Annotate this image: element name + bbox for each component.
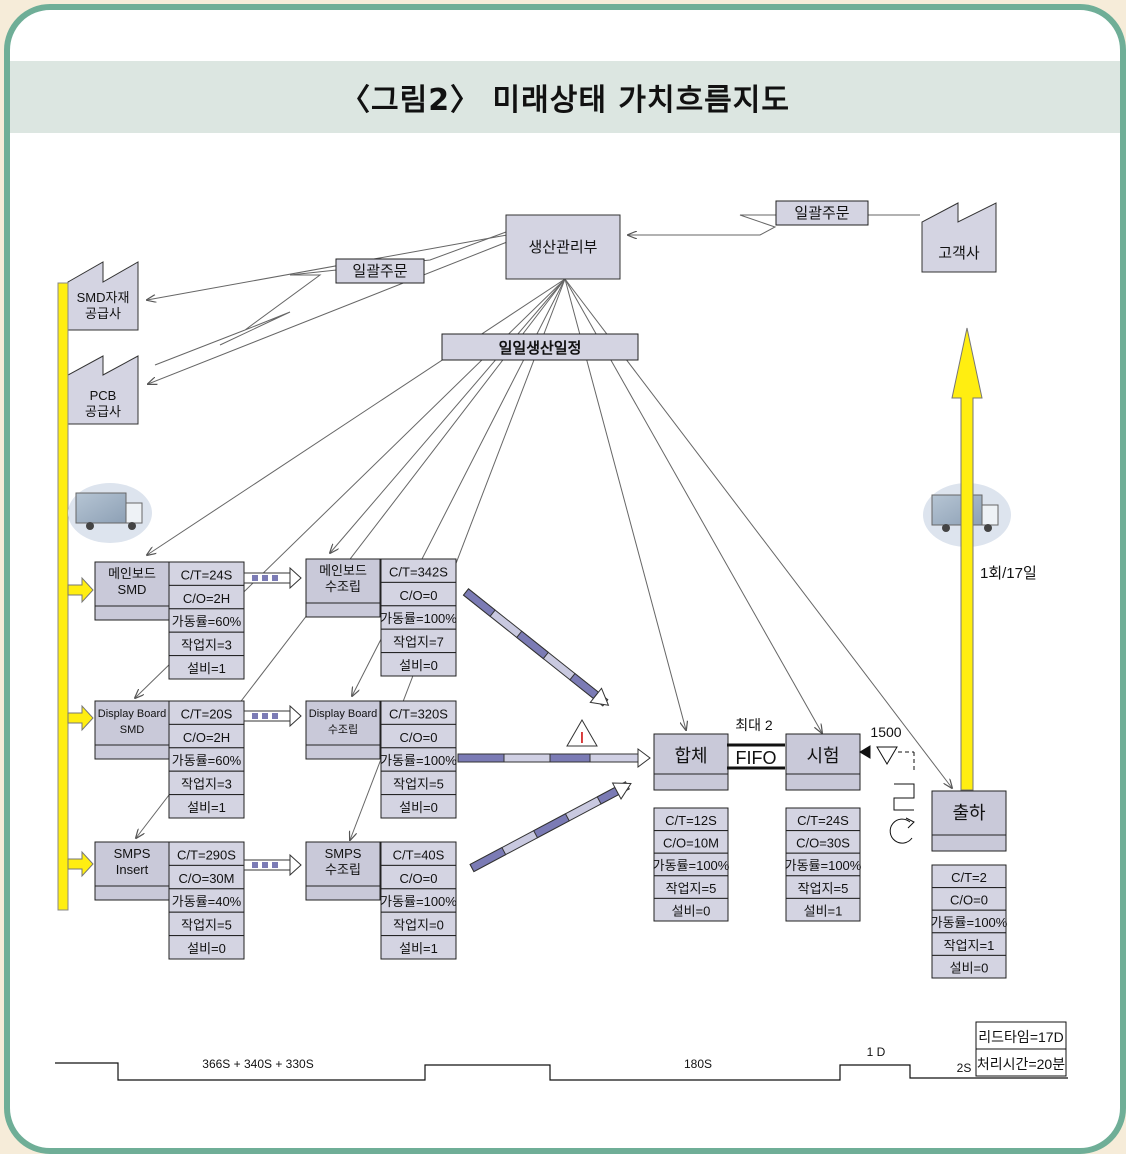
process-name: Insert — [116, 862, 149, 877]
process-name: 수조립 — [328, 723, 358, 736]
metric-equip: 설비=1 — [187, 800, 226, 815]
processing-time: 처리시간=20분 — [977, 1056, 1065, 1072]
metric-workers: 작업지=3 — [181, 638, 232, 653]
pcb-supplier-line1: PCB — [90, 388, 117, 403]
process-shipping: 출하 C/T=2C/O=0 가동률=100% 작업지=1 설비=0 — [931, 791, 1008, 978]
supply-arrows — [68, 578, 93, 876]
process-name: 수조립 — [325, 579, 361, 594]
metric-rate: 가동률=60% — [172, 753, 242, 768]
process-boxes: C/T=24SC/O=2H가동률=60%작업지=3설비=1메인보드SMDC/T=… — [95, 559, 1008, 978]
metric-rate: 가동률=40% — [172, 894, 242, 909]
metric-co: C/O=0 — [400, 871, 438, 886]
metric-ct: C/T=12S — [665, 813, 717, 828]
metric-equip: 설비=0 — [950, 960, 989, 975]
metric-rate: 가동률=100% — [380, 753, 457, 768]
metric-rate: 가동률=60% — [172, 614, 242, 629]
metric-rate: 가동률=100% — [785, 858, 862, 873]
inventory-triangle-icon: I — [567, 720, 597, 747]
metric-ct: C/T=290S — [177, 847, 236, 862]
push-arrow-smps — [244, 855, 301, 875]
process-name: 합체 — [674, 746, 707, 766]
lead-time: 리드타임=17D — [978, 1029, 1063, 1045]
order-label-left: 일괄주문 — [352, 263, 407, 280]
metric-equip: 설비=1 — [804, 903, 843, 918]
metric-co: C/O=0 — [950, 893, 988, 908]
timeline-seg2: 180S — [684, 1057, 712, 1071]
order-label-top: 일괄주문 — [794, 205, 849, 222]
metric-equip: 설비=0 — [399, 658, 438, 673]
material-supply-bar — [58, 283, 68, 910]
customer-label: 고객사 — [938, 245, 980, 262]
production-control-label: 생산관리부 — [528, 239, 597, 256]
timeline-seg3: 1 D — [867, 1045, 886, 1059]
metric-co: C/O=2H — [183, 730, 230, 745]
process-name: SMD — [118, 582, 147, 597]
metric-rate: 가동률=100% — [380, 894, 457, 909]
metric-co: C/O=0 — [400, 588, 438, 603]
metric-co: C/O=0 — [400, 730, 438, 745]
process-name: 수조립 — [325, 862, 361, 877]
metric-ct: C/T=320S — [389, 706, 448, 721]
shipping-frequency: 1회/17일 — [980, 565, 1037, 582]
svg-text:I: I — [580, 730, 584, 747]
metric-co: C/O=30M — [179, 871, 235, 886]
metric-co: C/O=10M — [663, 836, 719, 851]
metric-workers: 작업지=7 — [393, 635, 444, 650]
process-name: 시험 — [806, 746, 839, 766]
metric-rate: 가동률=100% — [931, 915, 1008, 930]
process-name: SMD — [120, 724, 145, 736]
metric-workers: 작업지=0 — [393, 918, 444, 933]
metric-rate: 가동률=100% — [380, 611, 457, 626]
push-arrow-display — [244, 706, 301, 726]
metric-co: C/O=2H — [183, 591, 230, 606]
metric-ct: C/T=20S — [181, 706, 233, 721]
process-name: 출하 — [952, 803, 986, 823]
metric-equip: 설비=0 — [399, 800, 438, 815]
metric-co: C/O=30S — [796, 836, 850, 851]
metric-workers: 작업지=5 — [666, 881, 717, 896]
pcb-supplier-line2: 공급사 — [85, 404, 121, 419]
process-name: SMPS — [325, 846, 362, 861]
withdrawal-kanban-icon — [860, 746, 914, 843]
metric-ct: C/T=40S — [393, 847, 445, 862]
metric-workers: 작업지=5 — [393, 777, 444, 792]
metric-workers: 작업지=1 — [944, 938, 995, 953]
metric-ct: C/T=24S — [797, 813, 849, 828]
metric-workers: 작업지=3 — [181, 777, 232, 792]
metric-equip: 설비=1 — [399, 941, 438, 956]
process-assembly: 합체 C/T=12S C/O=10M 가동률=100% 작업지=5 설비=0 — [653, 734, 730, 921]
fifo-max-label: 최대 2 — [735, 717, 773, 733]
schedule-label: 일일생산일정 — [499, 339, 582, 357]
supermarket-qty: 1500 — [870, 724, 901, 740]
metric-workers: 작업지=5 — [798, 881, 849, 896]
process-name: Display Board — [309, 708, 377, 720]
smd-supplier-line1: SMD자재 — [77, 290, 130, 305]
metric-workers: 작업지=5 — [181, 918, 232, 933]
process-name: 메인보드 — [319, 563, 367, 578]
process-name: Display Board — [98, 708, 166, 720]
fifo-label: FIFO — [736, 748, 777, 768]
inbound-truck-icon — [68, 483, 152, 543]
process-test: 시험 C/T=24S C/O=30S 가동률=100% 작업지=5 설비=1 — [785, 734, 862, 921]
smd-supplier-line2: 공급사 — [85, 306, 121, 321]
push-arrows — [244, 568, 301, 875]
push-arrows-to-assembly — [458, 585, 650, 876]
shipment-arrow — [952, 328, 982, 790]
metric-ct: C/T=24S — [181, 567, 233, 582]
push-arrow-mainboard — [244, 568, 301, 588]
process-name: 메인보드 — [108, 566, 156, 581]
metric-ct: C/T=2 — [951, 870, 987, 885]
metric-equip: 설비=1 — [187, 661, 226, 676]
metric-equip: 설비=0 — [672, 903, 711, 918]
metric-equip: 설비=0 — [187, 941, 226, 956]
metric-ct: C/T=342S — [389, 564, 448, 579]
timeline-seg4: 2S — [957, 1061, 972, 1075]
metric-rate: 가동률=100% — [653, 858, 730, 873]
timeline-seg1: 366S + 340S + 330S — [202, 1057, 313, 1071]
process-name: SMPS — [114, 846, 151, 861]
